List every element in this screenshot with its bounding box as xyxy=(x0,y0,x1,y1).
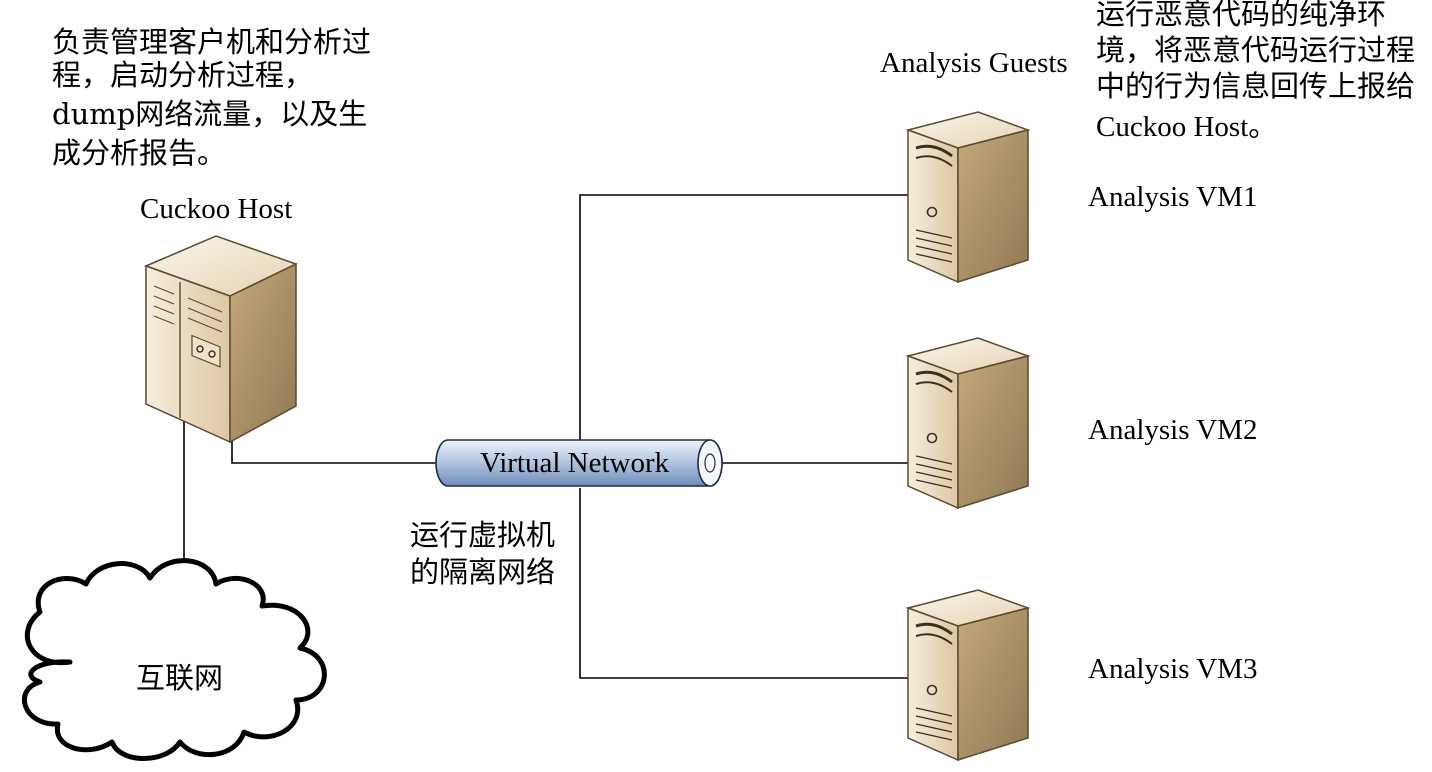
virtual-network-label: Virtual Network xyxy=(480,447,670,479)
guests-description-line-4: Cuckoo Host。 xyxy=(1096,111,1277,143)
host-description-line-1: 负责管理客户机和分析过 xyxy=(52,25,371,59)
analysis-vm2-label: Analysis VM2 xyxy=(1088,414,1257,446)
network-description-line-1: 运行虚拟机 xyxy=(410,518,555,552)
analysis-vm1-label: Analysis VM1 xyxy=(1088,181,1257,213)
internet-label: 互联网 xyxy=(136,661,223,695)
host-description-line-2: 程，启动分析过程， xyxy=(52,58,313,92)
bus-to-vm3-wire xyxy=(579,488,908,679)
analysis-vm3-label: Analysis VM3 xyxy=(1088,653,1257,685)
network-description: 运行虚拟机 的隔离网络 xyxy=(410,518,555,589)
analysis-vm3-server-icon xyxy=(906,588,1030,762)
virtual-network-pipe: Virtual Network xyxy=(435,439,723,487)
guests-description-line-1: 运行恶意代码的纯净环 xyxy=(1096,0,1386,31)
analysis-vm1-server-icon xyxy=(906,110,1030,284)
analysis-guests-label: Analysis Guests xyxy=(880,47,1068,79)
host-description: 负责管理客户机和分析过 程，启动分析过程， dump网络流量，以及生 成分析报告… xyxy=(52,25,371,170)
bus-to-vm1-wire xyxy=(579,194,908,448)
guests-description-line-3: 中的行为信息回传上报给 xyxy=(1096,69,1415,103)
analysis-vm2-server-icon xyxy=(906,336,1030,510)
host-label: Cuckoo Host xyxy=(140,193,292,225)
host-description-line-3: dump网络流量，以及生 xyxy=(52,97,367,131)
cuckoo-host-server-icon xyxy=(143,235,298,444)
guests-description-line-2: 境，将恶意代码运行过程 xyxy=(1096,33,1415,67)
host-description-line-4: 成分析报告。 xyxy=(52,136,226,170)
internet-cloud: 互联网 xyxy=(21,558,327,761)
network-description-line-2: 的隔离网络 xyxy=(410,555,555,589)
guests-description: 运行恶意代码的纯净环 境，将恶意代码运行过程 中的行为信息回传上报给 Cucko… xyxy=(1096,0,1415,143)
